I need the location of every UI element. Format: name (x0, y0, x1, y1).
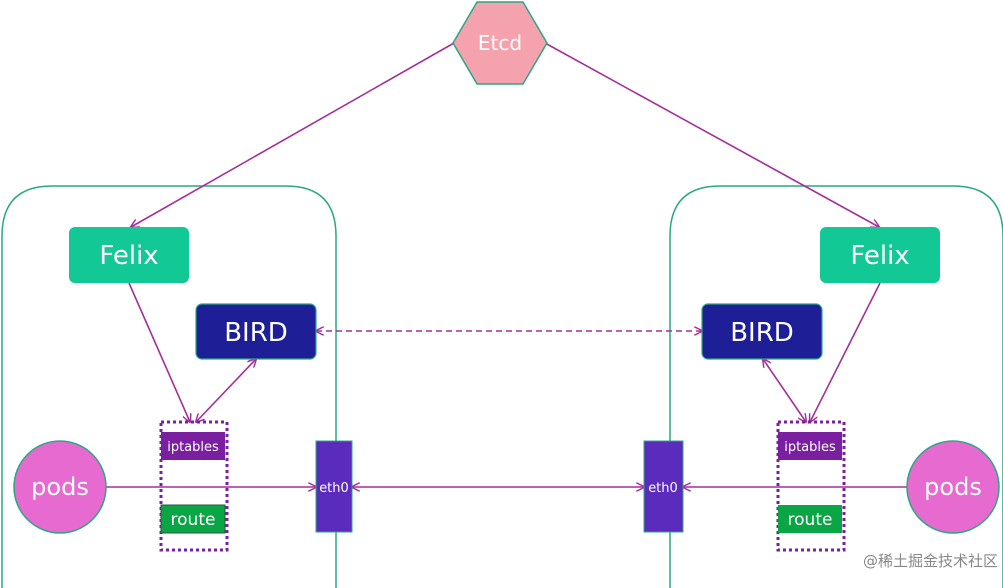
right-route-box (778, 505, 842, 533)
right-iptables-box (778, 432, 842, 460)
left-pods-label: pods (31, 473, 89, 501)
left-bird-label: BIRD (224, 318, 288, 348)
right-eth0-box (643, 440, 684, 533)
etcd-label: Etcd (478, 31, 522, 55)
right-felix-to-iptables-arrow (810, 282, 881, 422)
left-iptables-label: iptables (167, 440, 219, 455)
left-eth0-box (315, 440, 353, 533)
left-felix-to-iptables-arrow (128, 282, 190, 422)
right-felix-label: Felix (850, 241, 909, 271)
left-bird-iptables-arrow (196, 359, 256, 422)
watermark-text: @稀土掘金技术社区 (863, 552, 998, 570)
etcd-node (452, 1, 548, 85)
right-dataplane-group (776, 420, 846, 552)
left-dataplane-group (159, 420, 229, 552)
right-pods-circle (906, 440, 1000, 534)
left-pods-circle (13, 440, 107, 534)
right-node-container (669, 185, 1003, 588)
right-pods-label: pods (924, 473, 982, 501)
left-iptables-box (161, 432, 225, 460)
left-bird-box (195, 303, 317, 360)
left-route-label: route (171, 510, 216, 530)
left-felix-label: Felix (99, 241, 158, 271)
right-felix-box (820, 227, 940, 283)
left-eth0-label: eth0 (319, 481, 349, 496)
right-iptables-label: iptables (784, 440, 836, 455)
etcd-to-right-felix-arrow (544, 42, 879, 227)
right-bird-label: BIRD (730, 318, 794, 348)
etcd-to-left-felix-arrow (131, 42, 455, 227)
right-bird-box (701, 303, 823, 360)
right-eth0-label: eth0 (648, 481, 678, 496)
left-node-container (1, 185, 337, 588)
right-route-label: route (788, 510, 833, 530)
left-route-box (160, 504, 226, 534)
left-felix-box (69, 227, 189, 283)
right-bird-iptables-arrow (763, 359, 806, 422)
